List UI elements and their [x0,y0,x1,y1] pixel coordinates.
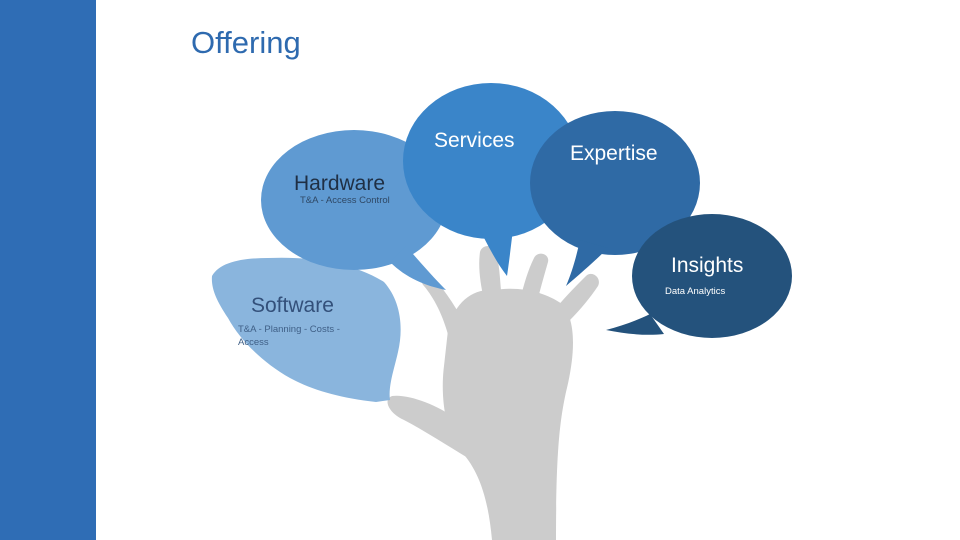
services-heading: Services [434,129,515,152]
insights-heading: Insights [671,254,744,277]
software-detail: T&A - Planning - Costs - Access [238,324,340,348]
hand-thumb [387,395,468,458]
hand-palm [442,288,573,540]
hand-finger-ring [520,253,549,306]
expertise-heading: Expertise [570,142,658,165]
software-bubble [211,257,401,402]
software-heading: Software [251,294,334,317]
insights-bubble [606,214,792,338]
hand-illustration [387,246,599,540]
slide-title: Offering [191,25,301,60]
insights-detail: Data Analytics [665,286,726,297]
side-band [0,0,96,540]
hardware-detail: T&A - Access Control [300,195,390,206]
hardware-bubble [261,130,447,290]
hardware-heading: Hardware [294,172,386,195]
expertise-bubble [530,111,700,286]
hand-finger-index [421,275,468,338]
hand-finger-pinky [556,273,599,320]
